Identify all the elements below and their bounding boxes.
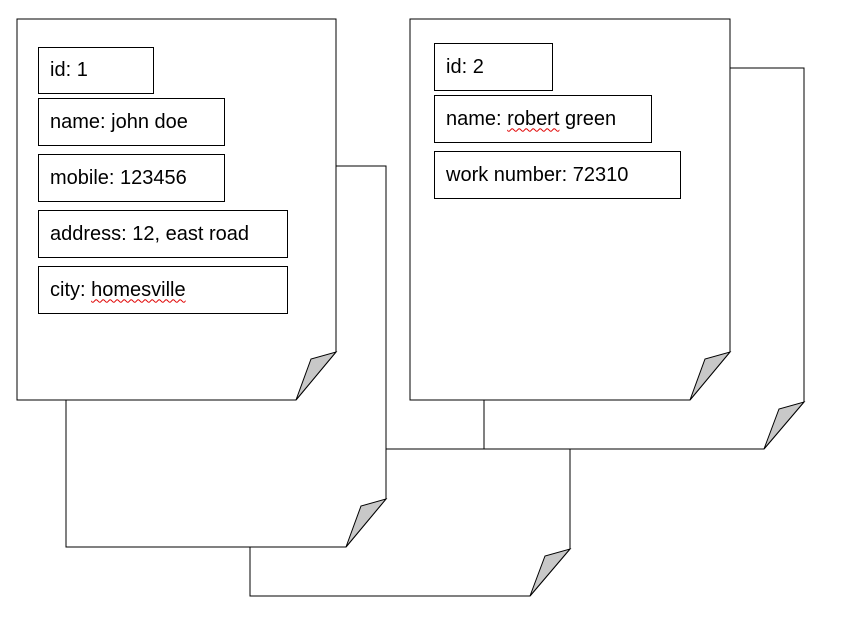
doc2-field-name-key: name (446, 107, 497, 130)
doc1-field-id: id: 1 (38, 47, 154, 94)
doc1-field-name-value: john doe (111, 110, 188, 133)
field-separator: : (561, 163, 573, 186)
doc1-field-address-value: 12, east road (132, 222, 250, 245)
spellcheck-flagged-word: robert (507, 107, 560, 130)
doc1-field-city-key: city (50, 278, 80, 301)
doc1-field-id-value: 1 (76, 59, 88, 81)
field-separator: : (108, 166, 121, 189)
doc1-field-mobile-value: 123456 (120, 166, 187, 189)
field-separator: : (461, 55, 473, 78)
field-separator: : (80, 278, 92, 301)
doc1-field-name-key: name (50, 110, 101, 133)
field-separator: : (121, 222, 133, 245)
field-separator: : (100, 110, 112, 133)
doc1-field-address-key: address (50, 222, 122, 245)
doc1-field-city: city: homesville (38, 266, 288, 314)
doc2-field-id-value: 2 (472, 55, 484, 78)
doc2-field-work-number: work number: 72310 (434, 151, 681, 199)
field-separator: : (65, 59, 77, 81)
doc1-field-id-key: id (50, 59, 66, 81)
doc2-field-id: id: 2 (434, 43, 553, 91)
doc2-field-work-number-key: work number (446, 163, 562, 186)
doc1-field-name: name: john doe (38, 98, 225, 146)
doc2-field-name-value: robert green (507, 107, 617, 130)
doc1-field-address: address: 12, east road (38, 210, 288, 258)
doc2-field-work-number-value: 72310 (572, 163, 629, 186)
doc2-field-id-key: id (446, 55, 462, 78)
doc1-field-mobile: mobile: 123456 (38, 154, 225, 202)
doc2-field-name: name: robert green (434, 95, 652, 143)
doc1-field-mobile-key: mobile (50, 166, 109, 189)
field-separator: : (496, 107, 508, 130)
doc1-field-city-value: homesville (91, 278, 186, 301)
